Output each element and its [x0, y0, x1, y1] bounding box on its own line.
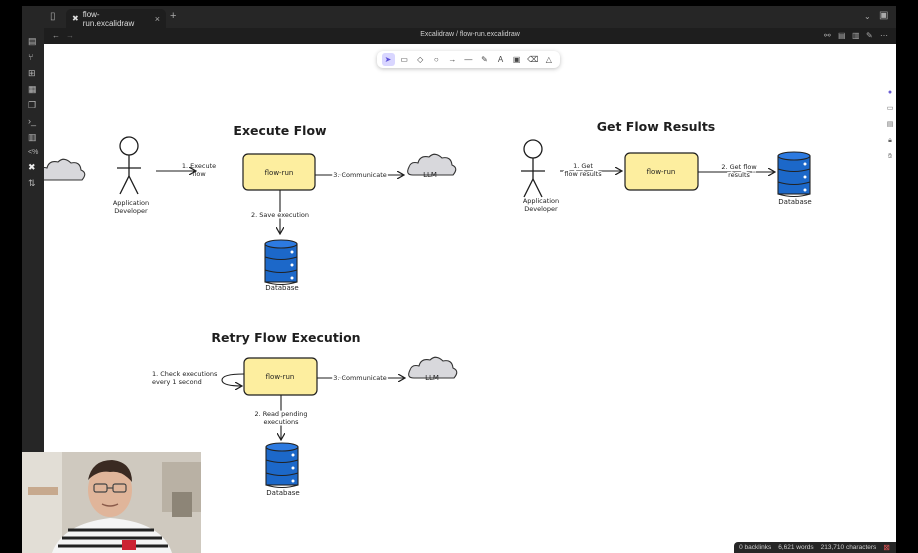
excalidraw-icon: ✖	[72, 14, 79, 23]
actor-label-line2: Developer	[114, 207, 148, 215]
line-tool[interactable]: —	[464, 55, 473, 64]
status-bar: 0 backlinks 6,621 words 213,710 characte…	[734, 542, 896, 553]
execute-flow-diagram: Execute Flow Application Developer 1. Ex…	[113, 123, 457, 292]
step1-label-line2: every 1 second	[152, 378, 202, 386]
word-count: 6,621 words	[778, 544, 814, 551]
step1-label-line1: 1. Get	[573, 162, 593, 170]
table-icon[interactable]: ▥	[28, 132, 37, 142]
sync-status-icon[interactable]: ⊠	[883, 543, 890, 552]
tab-flow-run[interactable]: ✖ flow-run.excalidraw ×	[66, 9, 166, 28]
flow-run-label: flow-run	[266, 373, 295, 381]
database-icon	[264, 239, 298, 286]
graph-icon[interactable]: ⑂	[28, 52, 34, 62]
step1-label-line1: 1. Check executions	[152, 370, 218, 378]
sync-icon[interactable]: ⇅	[28, 178, 36, 188]
character-count: 213,710 characters	[820, 544, 877, 551]
database-label: Database	[266, 489, 299, 497]
actor-label-line1: Application	[523, 197, 559, 205]
excalidraw-icon[interactable]: ✖	[28, 162, 36, 172]
actor-icon	[520, 139, 546, 198]
title-bar: ▯ ✖ flow-run.excalidraw × + ⌄ ▣	[22, 6, 896, 28]
step2-label-line1: 2. Get flow	[721, 163, 757, 171]
file-icon[interactable]: ▤	[28, 36, 37, 46]
get-flow-results-diagram: Get Flow Results Application Developer 1…	[520, 119, 812, 213]
database-icon	[265, 442, 299, 489]
breadcrumb: Excalidraw / flow-run.excalidraw	[420, 31, 520, 38]
pen-icon[interactable]: ✎	[866, 31, 873, 40]
lock-icon[interactable]: 🔒︎	[888, 137, 892, 144]
new-tab-icon[interactable]: +	[170, 10, 177, 22]
code-icon[interactable]: <%	[28, 149, 39, 156]
reading-icon[interactable]: ▥	[852, 31, 860, 40]
text-tool[interactable]: A	[497, 55, 504, 64]
close-tab-icon[interactable]: ×	[154, 13, 160, 24]
arrow-tool[interactable]: →	[448, 55, 457, 64]
link-icon[interactable]: ⚯	[824, 31, 831, 40]
left-ribbon: ▤ ⑂ ⊞ ▦ ❐ ›_ ▥ <% ✖ ⇅	[22, 28, 44, 553]
database-label: Database	[265, 284, 298, 292]
ellipse-tool[interactable]: ○	[433, 55, 439, 64]
webcam-overlay	[22, 452, 201, 553]
sidebar-right-icon[interactable]: ▣	[879, 10, 889, 21]
cloud-partial	[44, 158, 86, 181]
drawing-toolbar: ➤ ▭ ◇ ○ → — ✎ A ▣ ⌫ △	[377, 51, 560, 68]
more-icon[interactable]: ⋯	[880, 31, 888, 40]
arrow-right-icon[interactable]: →	[66, 31, 74, 40]
canvas-side-tools: ● ▭ ▤ 🔒︎ ✋︎	[884, 84, 896, 168]
book-icon[interactable]: ▤	[838, 31, 846, 40]
database-label: Database	[778, 198, 811, 206]
rectangle-tool[interactable]: ▭	[400, 55, 408, 64]
database-icon	[777, 151, 811, 198]
grid-icon[interactable]: ⊞	[28, 68, 36, 78]
step2-label-line2: results	[728, 171, 750, 179]
flow-run-label: flow-run	[265, 169, 294, 177]
step2-label-line2: executions	[263, 418, 299, 426]
image-tool[interactable]: ▣	[512, 55, 521, 64]
execute-flow-title: Execute Flow	[233, 123, 327, 138]
step2-label: 2. Save execution	[251, 211, 309, 219]
draw-tool[interactable]: ✎	[481, 55, 488, 64]
step3-label: 3. Communicate	[333, 171, 387, 179]
actor-icon	[116, 136, 142, 195]
selection-tool[interactable]: ➤	[381, 53, 395, 66]
flow-run-label: flow-run	[647, 168, 676, 176]
backlinks-count[interactable]: 0 backlinks	[739, 544, 772, 551]
retry-flow-title: Retry Flow Execution	[211, 330, 360, 345]
shapes-tool[interactable]: △	[545, 55, 552, 64]
nav-bar: ← → Excalidraw / flow-run.excalidraw ⚯ ▤…	[44, 28, 896, 45]
excalidraw-icon[interactable]: ●	[887, 89, 893, 96]
hand-icon[interactable]: ✋︎	[888, 153, 892, 160]
flow-run-box[interactable]	[242, 153, 316, 191]
page-icon[interactable]: ▭	[886, 105, 894, 112]
step2-label-line1: 2. Read pending	[254, 410, 307, 418]
copy-icon[interactable]: ❐	[28, 100, 37, 110]
step3-label: 3. Communicate	[333, 374, 387, 382]
get-flow-results-title: Get Flow Results	[597, 119, 716, 134]
llm-label: LLM	[425, 374, 439, 382]
chevron-down-icon[interactable]: ⌄	[864, 12, 871, 21]
step1-label-line1: 1. Execute	[182, 162, 216, 170]
llm-label: LLM	[423, 171, 437, 179]
webcam-person	[22, 452, 201, 553]
calendar-icon[interactable]: ▦	[28, 84, 37, 94]
eraser-tool[interactable]: ⌫	[527, 55, 539, 64]
tab-title: flow-run.excalidraw	[82, 9, 135, 28]
diamond-tool[interactable]: ◇	[417, 55, 424, 64]
retry-flow-diagram: Retry Flow Execution 1. Check executions…	[152, 330, 458, 497]
book-icon[interactable]: ▤	[886, 121, 894, 128]
sidebar-toggle-icon[interactable]: ▯	[50, 11, 56, 22]
terminal-icon[interactable]: ›_	[28, 116, 37, 126]
step1-label-line2: flow	[192, 170, 206, 178]
arrow-left-icon[interactable]: ←	[52, 31, 60, 40]
step1-label-line2: flow results	[564, 170, 602, 178]
actor-label-line2: Developer	[524, 205, 558, 213]
diagram: Execute Flow Application Developer 1. Ex…	[44, 119, 812, 497]
actor-label-line1: Application	[113, 199, 149, 207]
